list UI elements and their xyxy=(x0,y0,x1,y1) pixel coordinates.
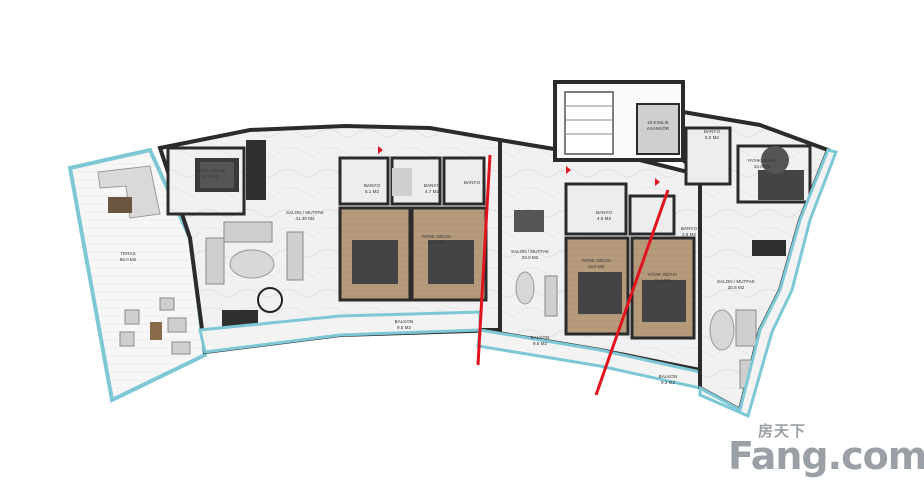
entrance-arrow-3 xyxy=(655,178,660,186)
label-balkon2-area: 9.5 M2 xyxy=(533,341,547,346)
label-teras-area: 58.0 M2 xyxy=(120,257,137,262)
label-balkon1-name: BALKON xyxy=(395,319,414,324)
watermark-en-left: Fang xyxy=(728,434,829,478)
label-banyo5-name: BANYO xyxy=(681,226,698,231)
label-yatak4-name: YATAK ODASI xyxy=(647,272,677,277)
label-salon3-name: SALON / MUTFAK xyxy=(717,279,756,284)
label-yatak2-area: 13.2 M2 xyxy=(428,240,445,245)
label-banyo2-area: 4.7 M2 xyxy=(425,189,439,194)
label-banyo4-name: BANYO xyxy=(596,210,613,215)
label-yatak4-area: 12.4 M2 xyxy=(654,278,671,283)
label-yatak1-area: 13.0 M2 xyxy=(202,174,219,179)
core xyxy=(553,80,685,162)
label-balkon1-area: 9.5 M2 xyxy=(397,325,411,330)
label-balkon3-area: 9.3 M2 xyxy=(661,380,675,385)
label-teras-name: TERAS xyxy=(120,251,135,256)
label-banyo1-area: 5.1 M2 xyxy=(365,189,379,194)
entrance-arrow-1 xyxy=(378,146,383,154)
label-asansor-line1: 10 KISILIK xyxy=(647,120,670,125)
label-yatak1-name: YATAK ODASI xyxy=(195,168,225,173)
label-banyo6-area: 5.0 M2 xyxy=(705,135,719,140)
label-banyo1-name: BANYO xyxy=(364,183,381,188)
label-salon1-area: 41.30 M2 xyxy=(295,216,315,221)
label-yatak3-area: 13.0 M2 xyxy=(588,264,605,269)
label-salon1-name: SALON / MUTFAK xyxy=(286,210,325,215)
label-balkon2-name: BALKON xyxy=(531,335,550,340)
apartment-right xyxy=(681,109,839,419)
label-yatak2-name: YATAK ODASI xyxy=(421,234,451,239)
label-asansor-line2: ASANSÖR xyxy=(647,125,670,131)
label-banyo4-area: 4.6 M2 xyxy=(597,216,611,221)
watermark-en: Fang.com xyxy=(728,434,924,478)
label-banyo3-name: BANYO xyxy=(464,180,481,185)
label-salon2-name: SALON / MUTFAK xyxy=(511,249,550,254)
label-banyo2-name: BANYO xyxy=(424,183,441,188)
watermark-cn: 房天下 xyxy=(758,422,807,440)
label-banyo6-name: BANYO xyxy=(704,129,721,134)
label-yatak3-name: YATAK ODASI xyxy=(581,258,611,263)
label-yatak5-name: YATAK ODASI xyxy=(747,158,777,163)
apartment-left xyxy=(157,123,502,355)
label-yatak5-area: 13.0 M2 xyxy=(754,164,771,169)
label-balkon3-name: BALKON xyxy=(659,374,678,379)
label-salon3-area: 20.8 M2 xyxy=(728,285,745,290)
watermark-en-right: .com xyxy=(827,434,924,478)
label-salon2-area: 23.0 M2 xyxy=(522,255,539,260)
unit-divider-2 xyxy=(594,189,670,396)
label-banyo5-area: 3.9 M2 xyxy=(682,232,696,237)
entrance-arrow-2 xyxy=(566,166,571,174)
unit-divider-1 xyxy=(476,154,492,366)
